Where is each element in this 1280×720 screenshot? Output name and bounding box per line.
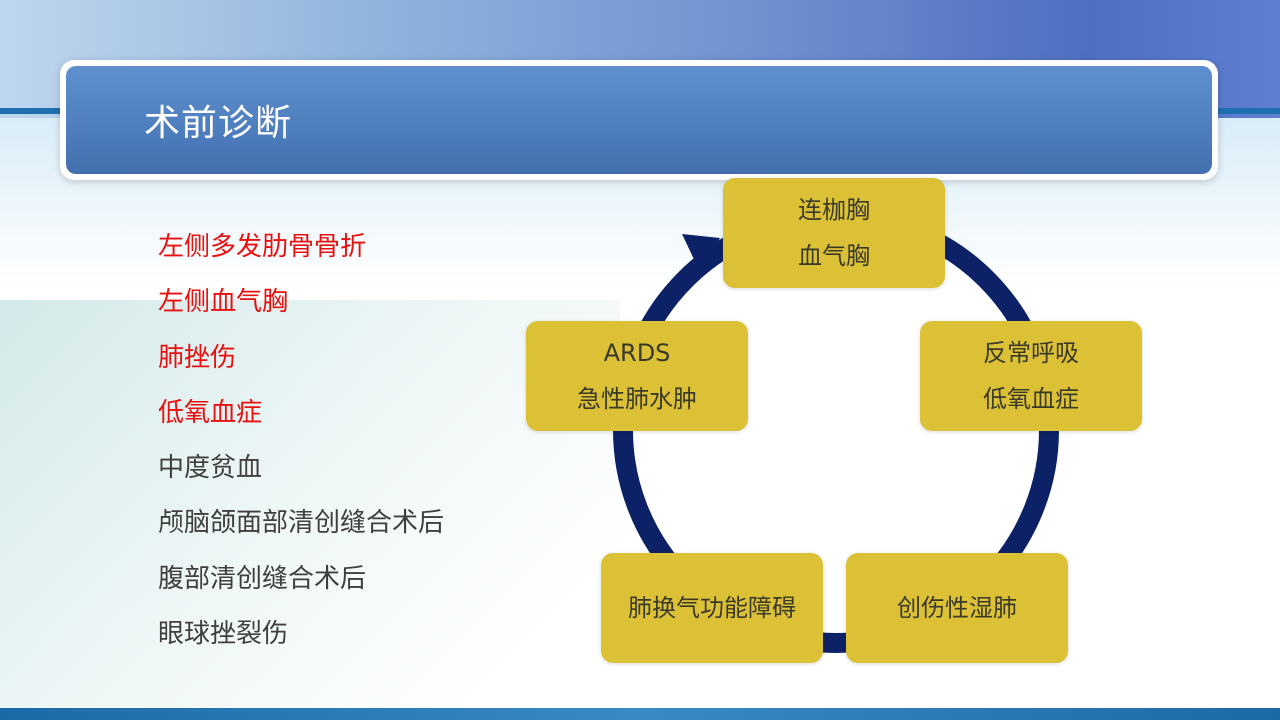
arrow-head-icon bbox=[682, 234, 720, 272]
cycle-node-ards: ARDS 急性肺水肿 bbox=[526, 321, 748, 431]
slide-title: 术前诊断 bbox=[144, 103, 293, 144]
footer-bar bbox=[0, 708, 1280, 720]
node-label: 创伤性湿肺 bbox=[897, 594, 1017, 622]
node-label: 连枷胸 bbox=[798, 196, 870, 224]
node-label: 血气胸 bbox=[798, 242, 870, 270]
node-label: ARDS bbox=[603, 339, 671, 367]
diagnosis-list: 左侧多发肋骨骨折 左侧血气胸 肺挫伤 低氧血症 中度贫血 颅脑颌面部清创缝合术后… bbox=[158, 222, 444, 664]
diagnosis-item: 眼球挫裂伤 bbox=[158, 619, 289, 650]
cycle-node-flail-chest: 连枷胸 血气胸 bbox=[723, 178, 945, 288]
cycle-node-traumatic-wet-lung: 创伤性湿肺 bbox=[846, 553, 1068, 663]
diagnosis-item: 左侧多发肋骨骨折 bbox=[158, 232, 367, 262]
diagnosis-item: 低氧血症 bbox=[158, 397, 263, 428]
title-banner: 术前诊断 bbox=[60, 60, 1218, 180]
diagnosis-item: 左侧血气胸 bbox=[158, 287, 289, 318]
node-label: 反常呼吸 bbox=[983, 339, 1079, 367]
cycle-node-paradoxical-breathing: 反常呼吸 低氧血症 bbox=[920, 321, 1142, 431]
node-label: 低氧血症 bbox=[983, 385, 1079, 413]
diagnosis-item: 中度贫血 bbox=[158, 453, 263, 484]
diagnosis-item: 肺挫伤 bbox=[158, 342, 237, 373]
diagnosis-item: 腹部清创缝合术后 bbox=[158, 563, 367, 594]
node-label: 急性肺水肿 bbox=[577, 385, 697, 413]
diagnosis-item: 颅脑颌面部清创缝合术后 bbox=[158, 508, 445, 539]
title-banner-fill bbox=[66, 66, 1212, 174]
circuit-board-decoration bbox=[0, 300, 620, 720]
cycle-node-gas-exchange-dysfunction: 肺换气功能障碍 bbox=[601, 553, 823, 663]
node-label: 肺换气功能障碍 bbox=[628, 594, 796, 622]
